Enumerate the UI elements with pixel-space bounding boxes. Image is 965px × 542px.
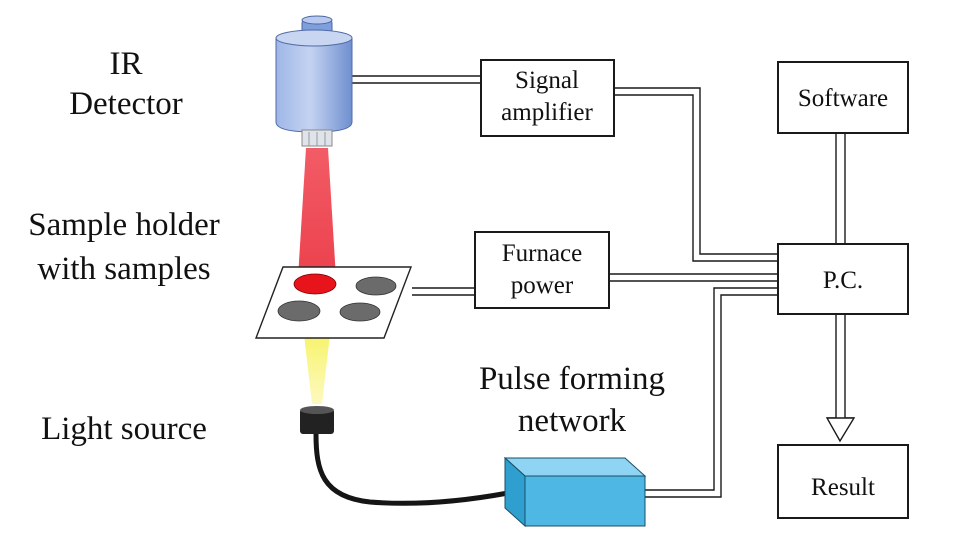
- ir-detector-icon: [275, 15, 353, 147]
- pulse-forming-label-1: Pulse forming: [479, 361, 665, 397]
- ir-detector-label-1: IR: [110, 46, 143, 82]
- grey-sample: [277, 300, 321, 322]
- grey-sample: [339, 302, 381, 322]
- ir-beam: [298, 148, 336, 278]
- connection-software-pc: [835, 133, 846, 244]
- sample-holder-label-2: with samples: [37, 251, 210, 287]
- signal-amplifier-box: Signal amplifier: [480, 59, 615, 137]
- light-source-icon: [300, 406, 511, 506]
- pulse-forming-label-2: network: [518, 403, 627, 439]
- furnace-power-label-2: power: [511, 272, 574, 299]
- arrow-pc-result: [825, 314, 856, 443]
- pc-box: P.C.: [777, 243, 909, 315]
- signal-amplifier-label-1: Signal: [515, 67, 579, 94]
- furnace-power-label-1: Furnace: [502, 240, 583, 267]
- sample-holder-icon: [254, 266, 413, 339]
- connection-amplifier-pc: [614, 87, 778, 262]
- result-box: Result: [777, 444, 909, 519]
- software-box: Software: [777, 61, 909, 134]
- sample-holder-label-1: Sample holder: [28, 207, 220, 243]
- pulse-forming-network-icon: [503, 456, 647, 528]
- grey-sample: [355, 276, 397, 296]
- connection-furnace-pc: [609, 273, 778, 282]
- connection-detector-amplifier: [352, 75, 481, 84]
- software-label: Software: [798, 85, 888, 112]
- connection-pulse-pc: [643, 287, 778, 498]
- light-source-label: Light source: [41, 411, 207, 447]
- pc-label: P.C.: [823, 267, 863, 294]
- connection-holder-furnace: [412, 287, 475, 296]
- ir-detector-label-2: Detector: [69, 86, 183, 122]
- signal-amplifier-label-2: amplifier: [501, 99, 593, 126]
- result-label: Result: [811, 474, 875, 501]
- furnace-power-box: Furnace power: [474, 231, 610, 309]
- red-sample: [293, 273, 337, 295]
